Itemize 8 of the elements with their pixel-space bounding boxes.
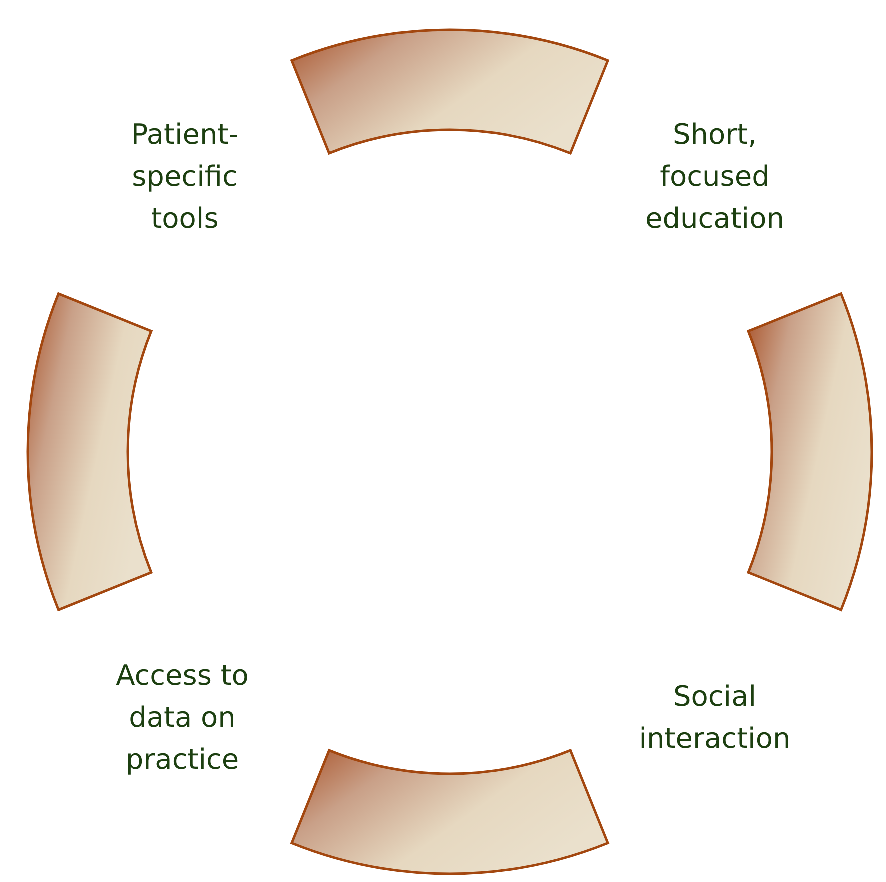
- label-text: Short, focused education: [644, 117, 786, 237]
- curved-band: [26, 292, 153, 612]
- label-text: Social interaction: [638, 679, 792, 757]
- label-text: Patient- specific tools: [130, 117, 240, 237]
- label-text: Access to data on practice: [115, 658, 250, 778]
- curved-band: [747, 292, 874, 612]
- curved-band: [290, 749, 610, 876]
- curved-band: [290, 28, 610, 155]
